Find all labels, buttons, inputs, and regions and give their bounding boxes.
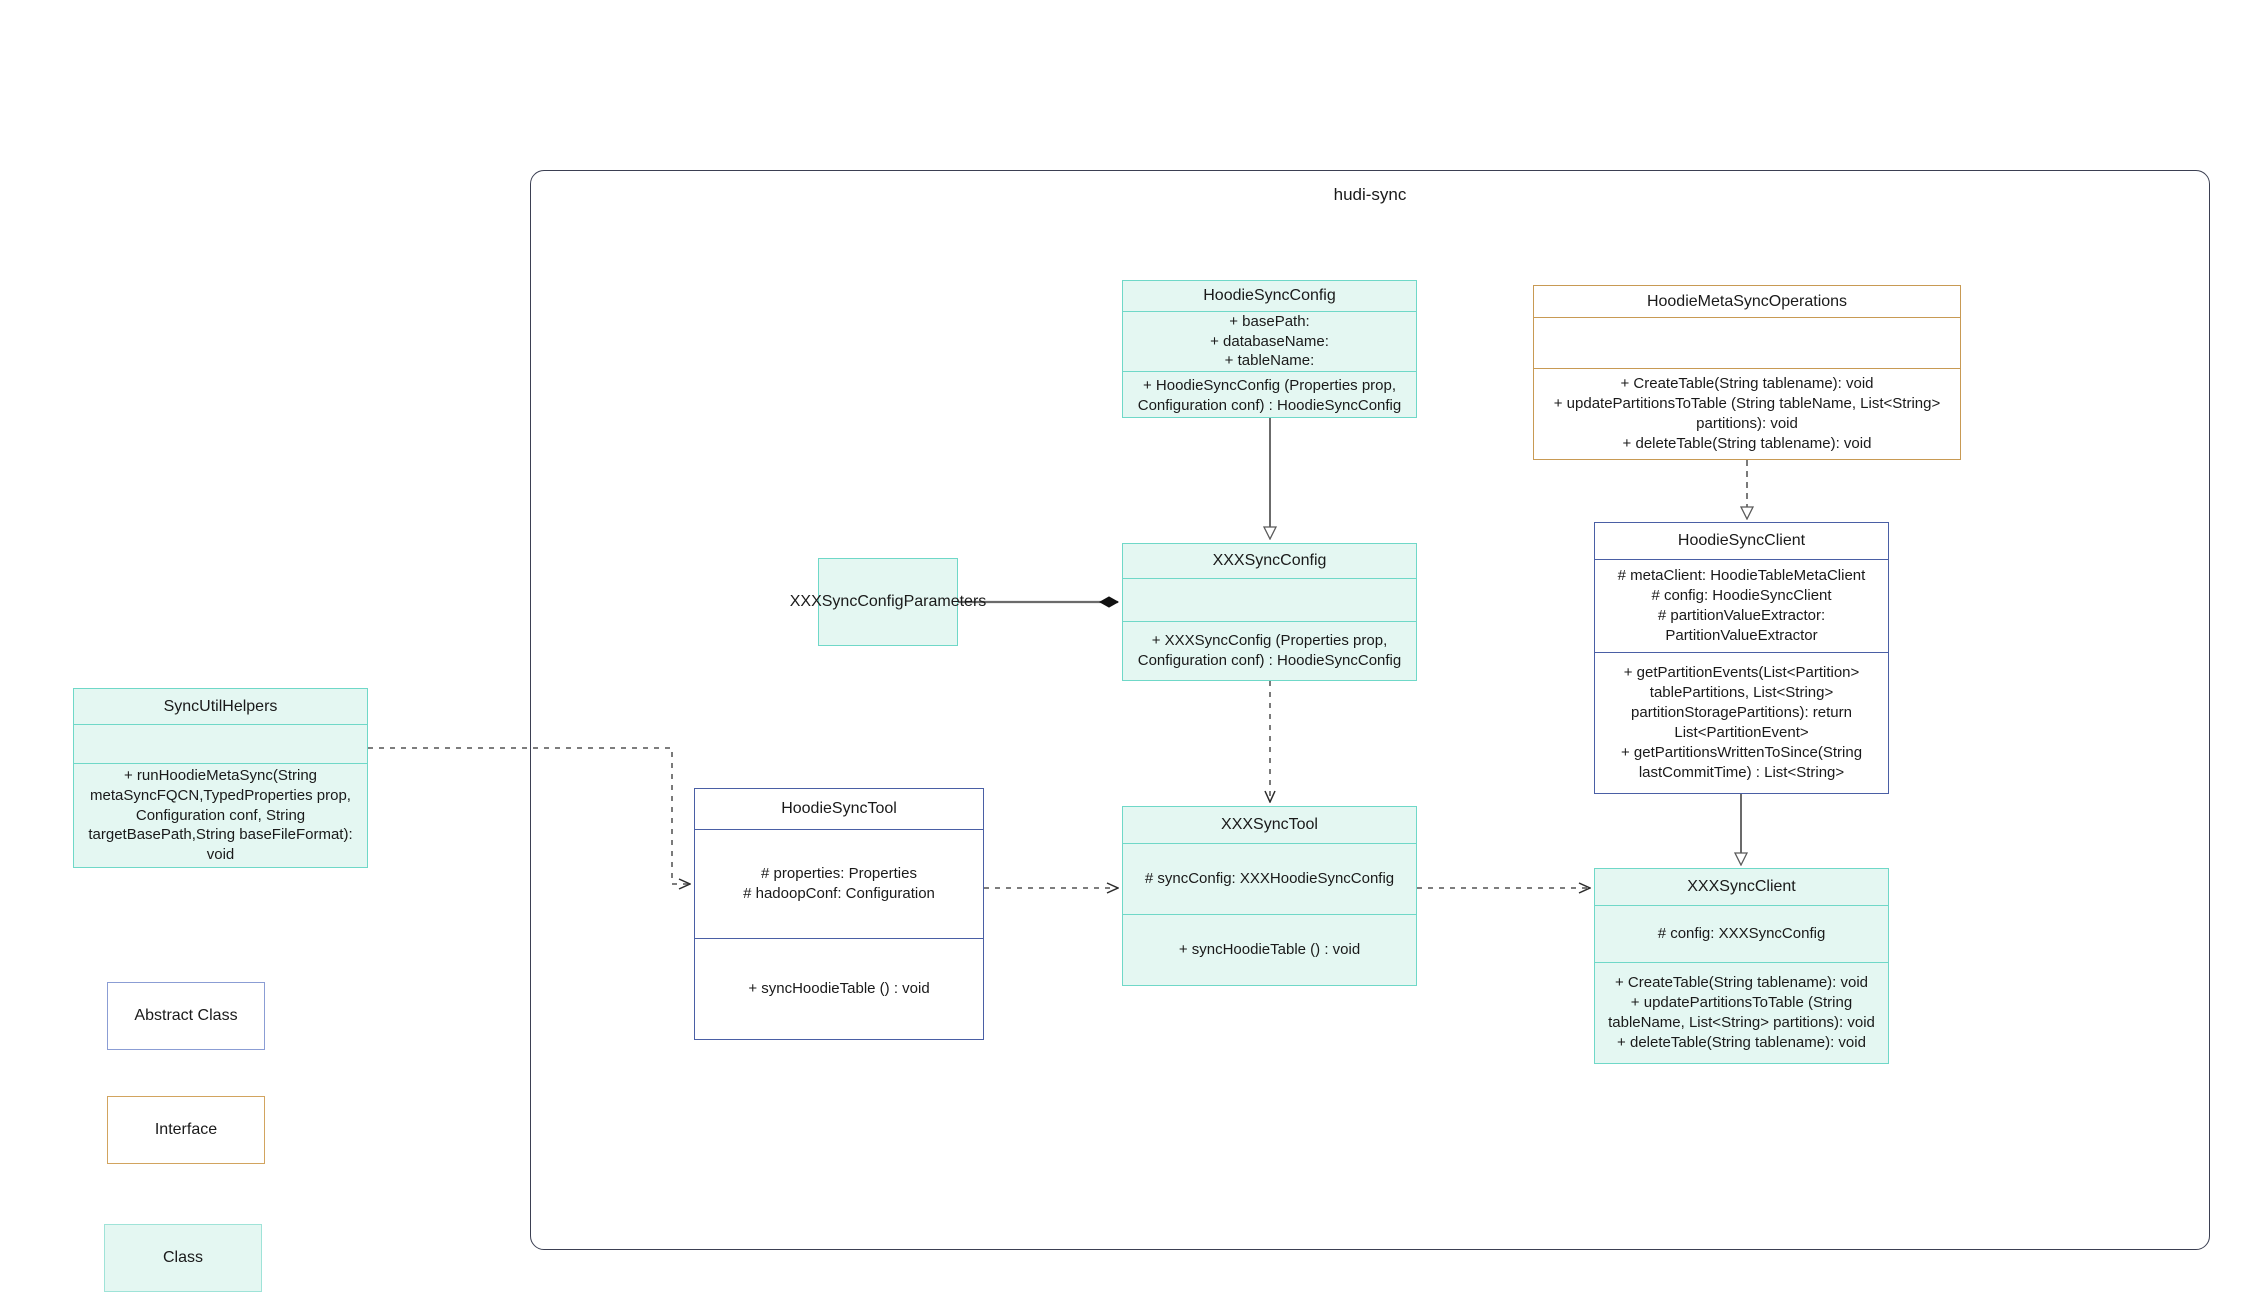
attribute-line: + databaseName:	[1210, 332, 1329, 350]
class-methods: + syncHoodieTable () : void	[1123, 913, 1416, 985]
class-name: HoodieMetaSyncOperations	[1646, 293, 1848, 310]
class-box-xxxsynctool[interactable]: XXXSyncTool # syncConfig: XXXHoodieSyncCo…	[1122, 806, 1417, 986]
method-line: + syncHoodieTable () : void	[1178, 940, 1361, 958]
method-line: + HoodieSyncConfig (Properties prop, Con…	[1137, 376, 1402, 414]
class-methods: + getPartitionEvents(List<Partition> tab…	[1595, 652, 1888, 793]
class-methods: + HoodieSyncConfig (Properties prop, Con…	[1123, 371, 1416, 419]
method-line: + updatePartitionsToTable (String tableN…	[1608, 994, 1875, 1032]
class-name: HoodieSyncClient	[1677, 532, 1806, 550]
class-box-hoodiemetasyncoperations[interactable]: HoodieMetaSyncOperations + CreateTable(St…	[1533, 285, 1961, 460]
method-line: + getPartitionsWrittenToSince(String las…	[1620, 743, 1863, 781]
class-name: HoodieSyncTool	[781, 800, 897, 818]
class-methods: + CreateTable(String tablename): void + u…	[1534, 368, 1960, 459]
legend-class: Class	[104, 1224, 262, 1292]
legend-label: Abstract Class	[134, 1007, 238, 1024]
class-attributes	[1123, 577, 1416, 621]
method-line: + runHoodieMetaSync(String metaSyncFQCN,…	[88, 766, 353, 864]
legend-abstract: Abstract Class	[107, 982, 265, 1050]
class-box-hoodiesyncconfig[interactable]: HoodieSyncConfig + basePath: + databaseNam…	[1122, 280, 1417, 418]
class-box-xthor[interactable]: XXXSyncConfigParameters	[789, 558, 987, 646]
attribute-line: # config: XXXSyncConfig	[1657, 924, 1826, 942]
class-attributes: # config: XXXSyncConfig	[1595, 904, 1888, 962]
attribute-line: # hadoopConf: Configuration	[743, 884, 935, 902]
class-name: SyncUtilHelpers	[163, 697, 278, 715]
class-box-hoodiesyncclient[interactable]: HoodieSyncClient # metaClient: HoodieTabl…	[1594, 522, 1889, 794]
legend-label: Class	[162, 1249, 203, 1266]
class-name: HoodieSyncConfig	[1203, 287, 1336, 305]
class-box-syncutilhelpers[interactable]: SyncUtilHelpers + runHoodieMetaSync(Strin…	[73, 688, 368, 868]
class-methods: + XXXSyncConfig (Properties prop, Config…	[1123, 620, 1416, 680]
class-name: XXXSyncConfigParameters	[789, 593, 987, 611]
attribute-line: # metaClient: HoodieTableMetaClient	[1617, 567, 1866, 585]
class-attributes: # metaClient: HoodieTableMetaClient # con…	[1595, 558, 1888, 652]
legend-interface: Interface	[107, 1096, 265, 1164]
legend-label: Interface	[154, 1121, 218, 1138]
attribute-line: + basePath:	[1229, 312, 1310, 330]
class-attributes	[74, 724, 367, 763]
attribute-line: # partitionValueExtractor: PartitionValu…	[1657, 606, 1826, 644]
method-line: + updatePartitionsToTable (String tableN…	[1553, 395, 1941, 433]
class-box-xxxsyncclient[interactable]: XXXSyncClient # config: XXXSyncConfig + Cr…	[1594, 868, 1889, 1064]
class-attributes: + basePath: + databaseName: + tableName:	[1123, 311, 1416, 371]
class-methods: + runHoodieMetaSync(String metaSyncFQCN,…	[74, 763, 367, 867]
class-name: XXXSyncClient	[1687, 878, 1796, 896]
method-line: + CreateTable(String tablename): void	[1614, 974, 1869, 992]
class-box-xxxsyncconfig[interactable]: XXXSyncConfig + XXXSyncConfig (Properties…	[1122, 543, 1417, 681]
attribute-line: # syncConfig: XXXHoodieSyncConfig	[1144, 869, 1395, 887]
method-line: + syncHoodieTable () : void	[748, 979, 930, 997]
method-line: + deleteTable(String tablename): void	[1617, 1033, 1866, 1051]
attribute-line: # properties: Properties	[761, 864, 917, 882]
method-line: + XXXSyncConfig (Properties prop, Config…	[1137, 632, 1402, 669]
package-frame-hudi-sync	[530, 170, 2210, 1250]
class-attributes	[1534, 317, 1960, 368]
class-name: XXXSyncConfig	[1212, 552, 1327, 570]
class-attributes: # syncConfig: XXXHoodieSyncConfig	[1123, 842, 1416, 914]
class-methods: + syncHoodieTable () : void	[695, 937, 983, 1039]
method-line: + deleteTable(String tablename): void	[1622, 435, 1872, 453]
package-title: hudi-sync	[1333, 185, 1407, 204]
attribute-line: # config: HoodieSyncClient	[1651, 587, 1832, 604]
class-attributes: # properties: Properties # hadoopConf: Co…	[695, 828, 983, 938]
class-box-hoodiesynctool[interactable]: HoodieSyncTool# properties: Properties# …	[694, 788, 984, 1040]
class-methods: + CreateTable(String tablename): void + u…	[1595, 962, 1888, 1063]
method-line: + getPartitionEvents(List<Partition> tab…	[1623, 664, 1860, 742]
attribute-line: + tableName:	[1224, 352, 1315, 370]
method-line: + CreateTable(String tablename): void	[1620, 375, 1874, 393]
class-name: XXXSyncTool	[1221, 816, 1318, 834]
